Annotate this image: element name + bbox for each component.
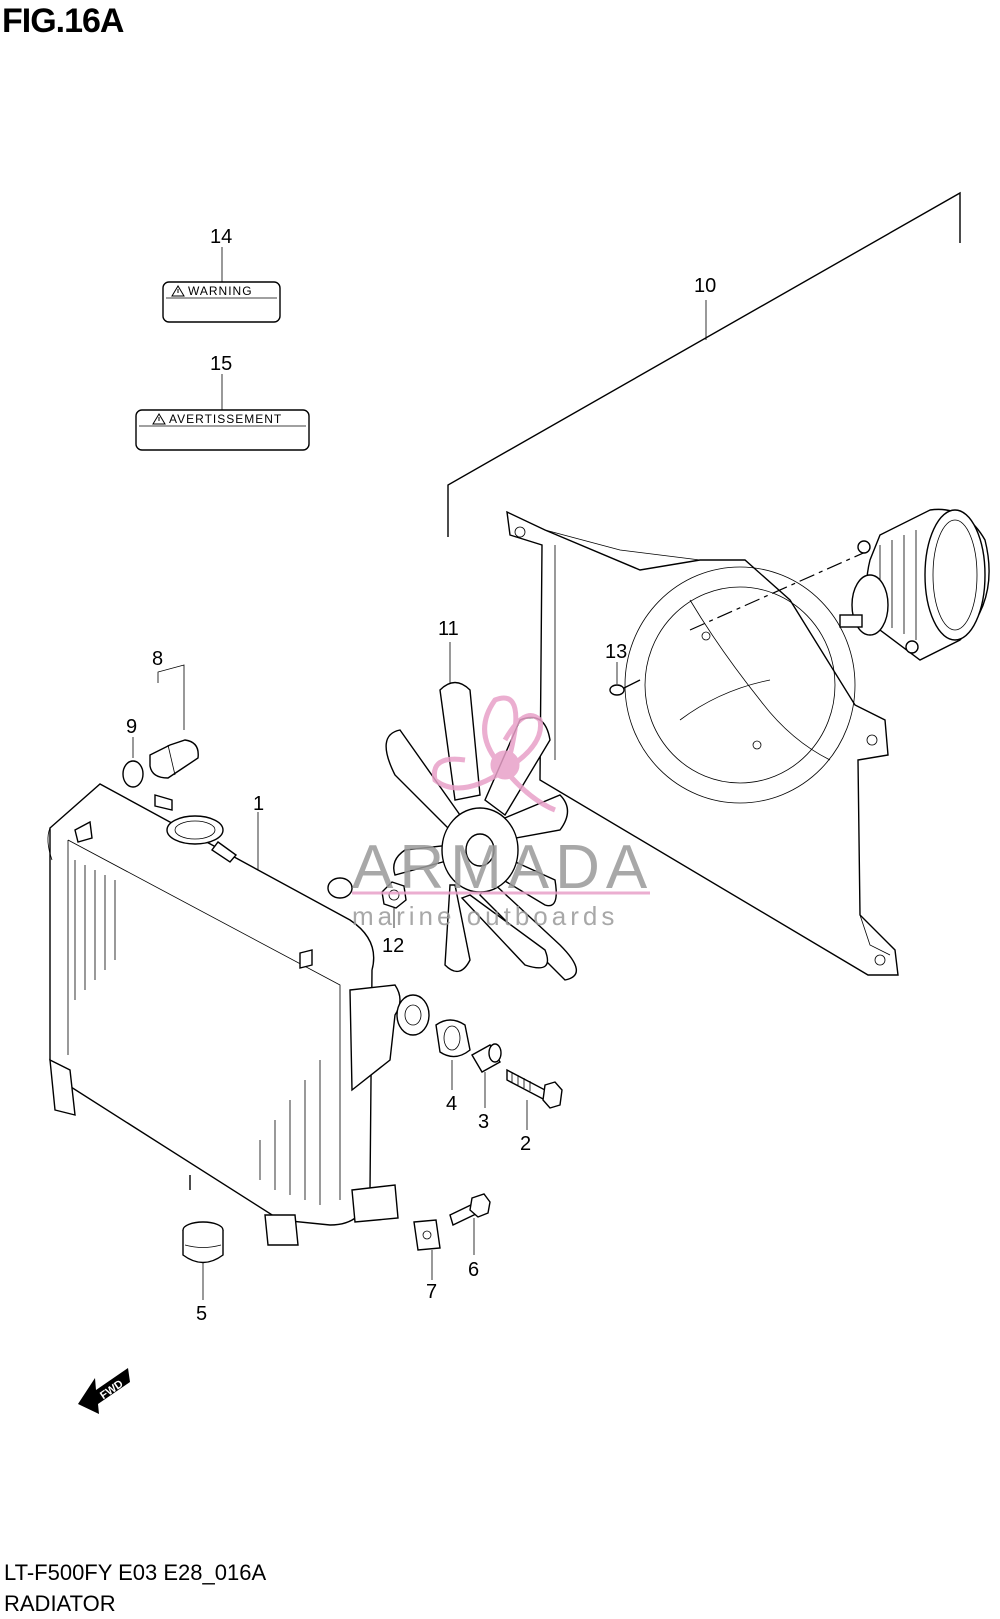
avertissement-label-part: AVERTISSEMENT xyxy=(135,374,310,451)
fan-motor xyxy=(839,508,990,661)
bolt-2 xyxy=(506,1068,563,1130)
callout-5: 5 xyxy=(196,1303,207,1325)
model-code: LT-F500FY E03 E28_016A xyxy=(4,1560,267,1585)
callout-15: 15 xyxy=(210,353,232,375)
radiator-core xyxy=(47,783,430,1246)
callout-2: 2 xyxy=(520,1133,531,1155)
collar-3 xyxy=(471,1043,502,1108)
armada-logo-icon xyxy=(431,695,556,813)
callout-3: 3 xyxy=(478,1111,489,1133)
nut-12 xyxy=(381,881,407,928)
callout-4: 4 xyxy=(446,1093,457,1115)
bolt-6 xyxy=(449,1193,491,1255)
callout-14: 14 xyxy=(210,226,232,248)
warning-triangle-icon xyxy=(152,413,166,425)
cooling-fan xyxy=(385,642,577,981)
figure-title: FIG.16A xyxy=(2,2,124,40)
callout-7: 7 xyxy=(426,1281,437,1303)
callout-13: 13 xyxy=(605,641,627,663)
avertissement-label-text: AVERTISSEMENT xyxy=(169,412,282,426)
section-name: RADIATOR xyxy=(4,1591,116,1616)
callout-9: 9 xyxy=(126,716,137,738)
forward-arrow-icon: FWD xyxy=(78,1368,130,1414)
warning-triangle-icon xyxy=(171,285,185,297)
callout-12: 12 xyxy=(382,935,404,957)
warning-label-part: WARNING xyxy=(162,247,281,323)
fan-assembly-bracket xyxy=(447,191,961,537)
shroud-screw-13 xyxy=(609,662,641,696)
callout-8: 8 xyxy=(152,648,163,670)
mount-cushion-5 xyxy=(182,1221,224,1300)
callout-10: 10 xyxy=(694,275,716,297)
callout-1: 1 xyxy=(253,793,264,815)
motor-axis-line xyxy=(689,549,871,631)
thermo-switch-8 xyxy=(122,664,199,788)
cushion-4 xyxy=(435,1019,471,1090)
callout-11: 11 xyxy=(438,618,459,640)
watermark-brand: ARMADA xyxy=(352,833,653,902)
armada-watermark: ARMADA marine outboards xyxy=(352,695,653,931)
warning-label-text: WARNING xyxy=(188,284,253,298)
callout-6: 6 xyxy=(468,1259,479,1281)
watermark-tagline: marine outboards xyxy=(352,901,618,931)
clip-nut-7 xyxy=(413,1219,441,1280)
radiator-fins xyxy=(74,860,321,1205)
